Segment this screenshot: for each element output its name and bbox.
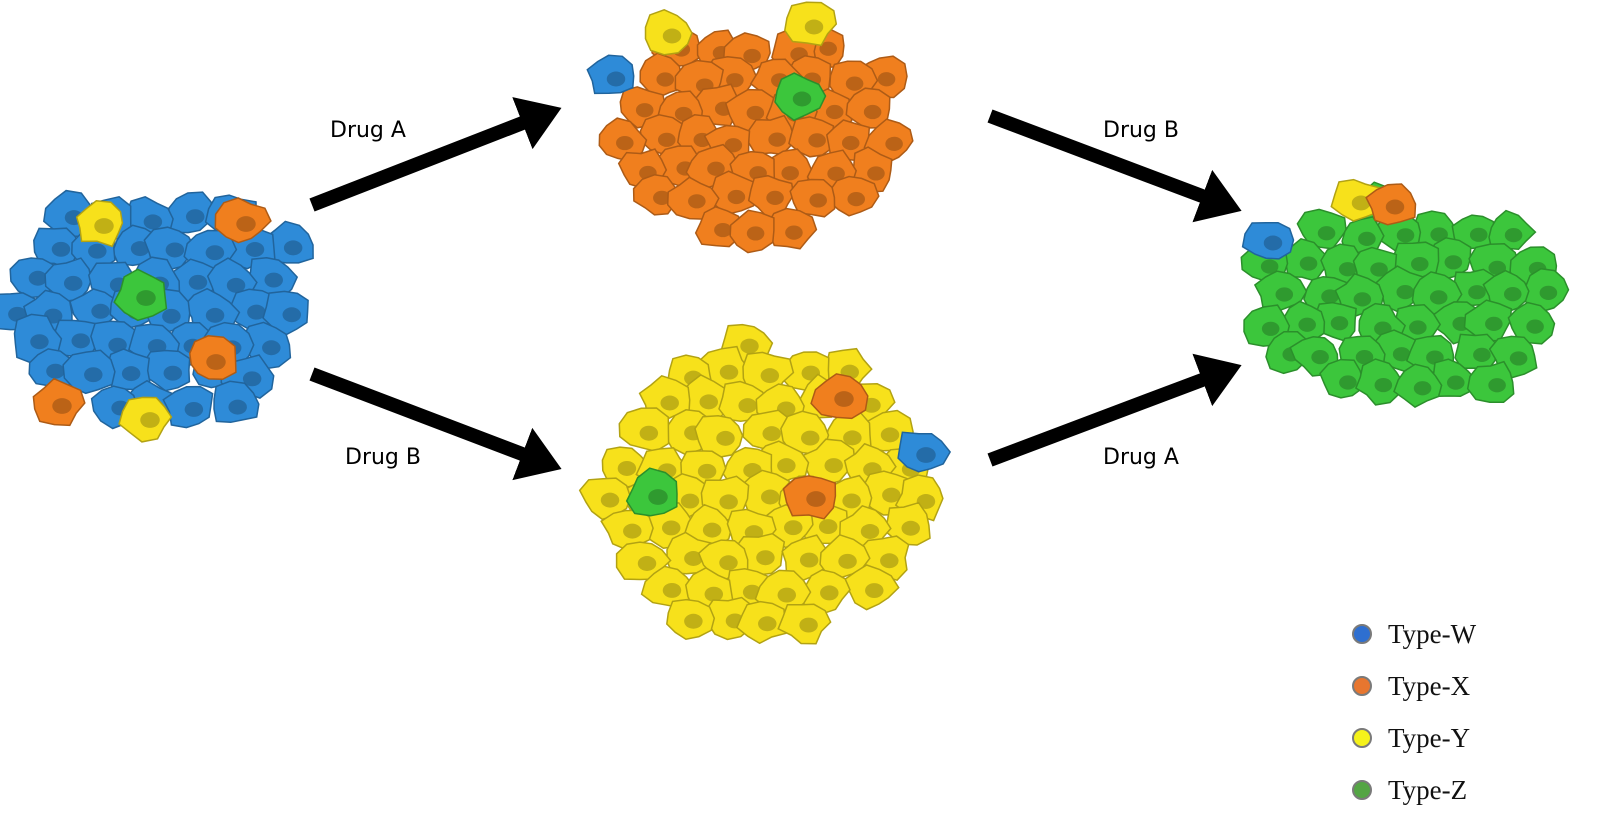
cell xyxy=(735,600,787,645)
cell xyxy=(747,174,795,219)
cell xyxy=(729,209,775,254)
cell xyxy=(845,87,891,129)
cell-type-z xyxy=(113,268,168,322)
cell-type-w xyxy=(1241,221,1295,260)
cell xyxy=(777,603,832,645)
cell-type-x xyxy=(1365,183,1417,226)
cell xyxy=(707,170,757,215)
cell-type-y xyxy=(644,8,693,56)
population-after-drug-a xyxy=(586,1,914,254)
cell xyxy=(1354,358,1404,406)
cell-type-y xyxy=(784,1,838,47)
cell xyxy=(142,349,191,392)
cell xyxy=(780,410,830,456)
cell xyxy=(166,191,213,234)
cell xyxy=(666,176,720,220)
cell-type-z xyxy=(625,467,678,517)
cell xyxy=(666,598,716,640)
cell xyxy=(789,178,836,218)
cell xyxy=(62,349,116,395)
arrow-label-drug-b-to-final: Drug A xyxy=(1103,445,1179,470)
cell xyxy=(263,220,314,264)
cell xyxy=(1466,360,1515,404)
cell-type-w xyxy=(897,431,952,473)
cell xyxy=(1507,301,1556,345)
legend-item-type-y: Type-Y xyxy=(1352,712,1592,764)
legend-label-type-y: Type-Y xyxy=(1388,722,1471,753)
cell xyxy=(781,534,834,582)
legend-item-type-z: Type-Z xyxy=(1352,764,1592,816)
cell xyxy=(1253,270,1308,313)
arrow-initial-to-drug-a xyxy=(309,97,562,212)
cell xyxy=(618,407,670,453)
arrow-label-initial-to-drug-b: Drug B xyxy=(345,445,421,470)
cell xyxy=(748,114,795,156)
cell xyxy=(801,438,856,486)
cell-type-y xyxy=(1330,178,1380,222)
cell-type-w xyxy=(586,54,635,95)
cell-type-x xyxy=(214,197,272,244)
cell xyxy=(1488,209,1537,251)
population-final xyxy=(1240,178,1570,408)
cell xyxy=(819,533,871,579)
cell xyxy=(738,469,790,517)
legend-label-type-x: Type-X xyxy=(1388,670,1471,701)
cell-type-x xyxy=(189,335,237,381)
cell xyxy=(828,175,880,217)
cell xyxy=(162,385,214,429)
legend-swatch-type-z xyxy=(1352,780,1372,800)
cell xyxy=(788,116,835,158)
arrow-drug-b-to-final xyxy=(987,353,1242,467)
cell xyxy=(1319,358,1364,399)
arrow-drug-a-to-final xyxy=(987,109,1242,223)
population-initial xyxy=(0,189,314,443)
cell xyxy=(1463,299,1513,342)
cell-type-x xyxy=(782,475,837,520)
cell xyxy=(639,52,684,99)
cell-type-y xyxy=(118,396,173,443)
legend-item-type-w: Type-W xyxy=(1352,608,1592,660)
cell-type-x xyxy=(32,377,86,427)
legend-label-type-w: Type-W xyxy=(1388,618,1477,649)
cell xyxy=(884,501,931,546)
arrow-label-initial-to-drug-a: Drug A xyxy=(330,118,406,143)
population-after-drug-b xyxy=(578,323,952,645)
cell xyxy=(262,290,309,337)
cell-type-z xyxy=(774,72,827,122)
arrow-label-drug-a-to-final: Drug B xyxy=(1103,118,1179,143)
legend: Type-W Type-X Type-Y Type-Z xyxy=(1352,608,1592,816)
cell xyxy=(1393,363,1443,408)
cell-type-x xyxy=(810,373,869,420)
arrow-initial-to-drug-b xyxy=(309,367,562,481)
legend-item-type-x: Type-X xyxy=(1352,660,1592,712)
legend-swatch-type-x xyxy=(1352,676,1372,696)
legend-label-type-z: Type-Z xyxy=(1388,774,1468,805)
cell xyxy=(213,380,260,424)
legend-swatch-type-w xyxy=(1352,624,1372,644)
cell xyxy=(246,257,299,300)
legend-swatch-type-y xyxy=(1352,728,1372,748)
cell-type-y xyxy=(75,200,124,248)
